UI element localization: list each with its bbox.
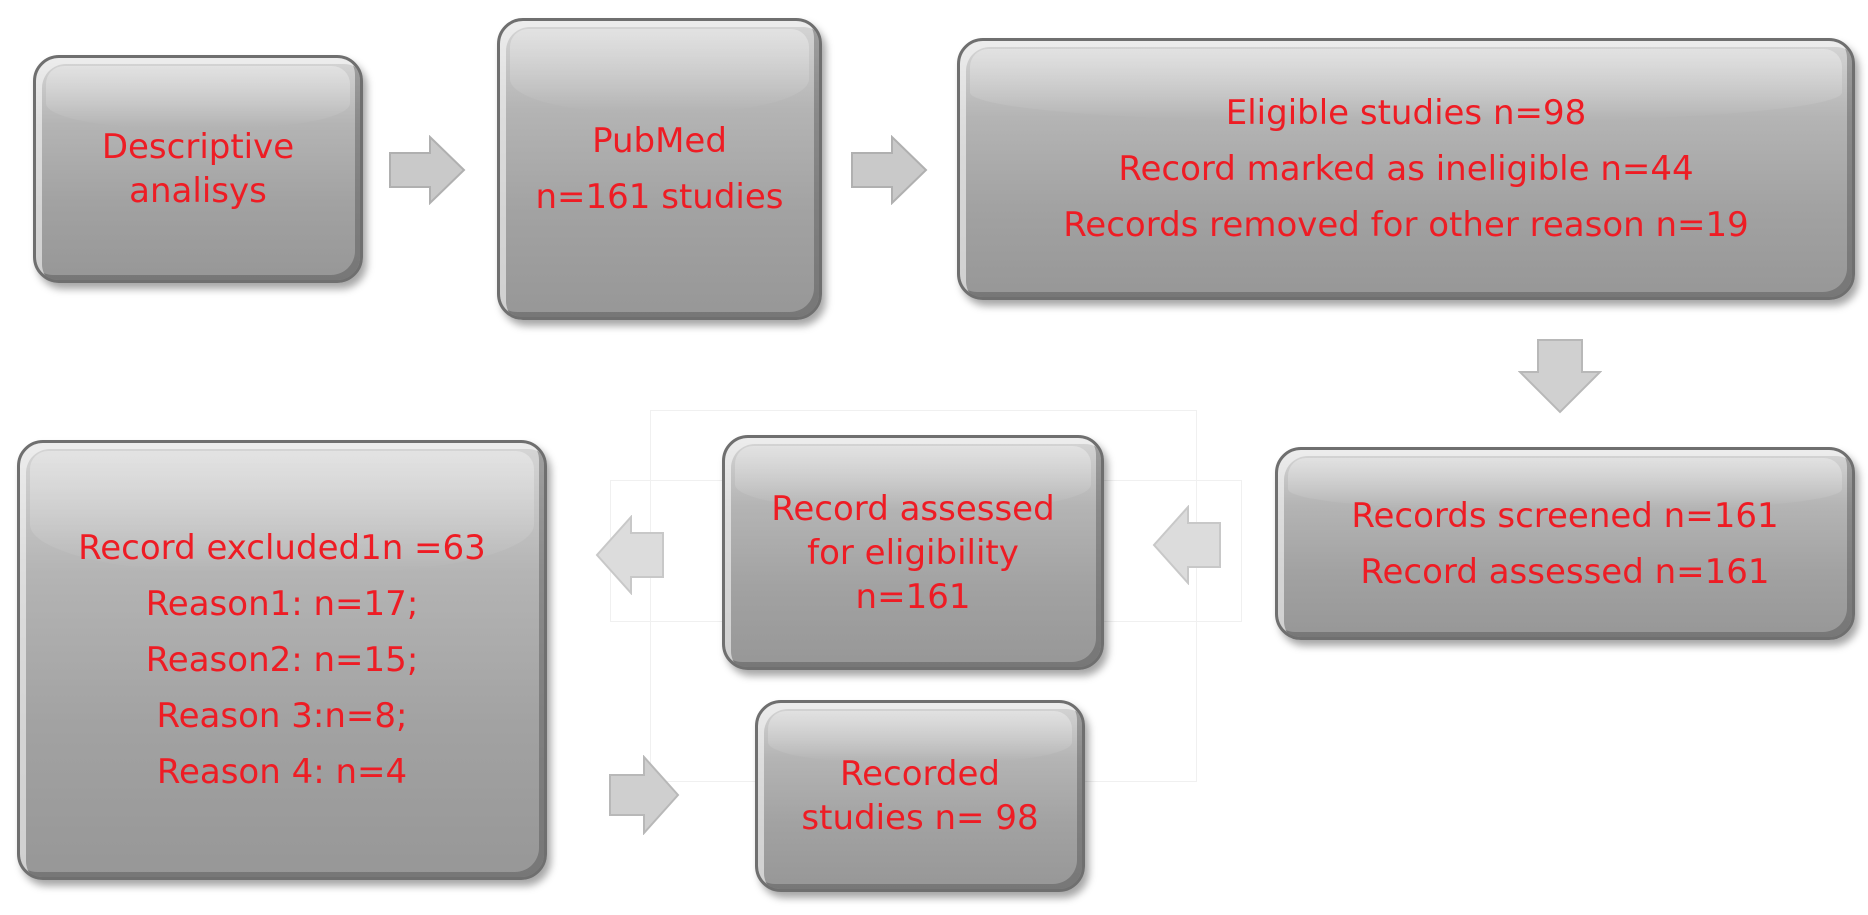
box-text-line: PubMed (592, 121, 727, 161)
record-excluded-box: Record excluded1n =63 Reason1: n=17; Rea… (17, 440, 547, 880)
box-text-line: Record excluded1n =63 (78, 528, 486, 568)
box-text-line: Reason 4: n=4 (156, 752, 408, 792)
descriptive-analysis-box: Descriptive analisys (33, 55, 363, 283)
box-text-line: analisys (129, 171, 267, 211)
box-text-line: Record marked as ineligible n=44 (1118, 149, 1694, 189)
box-text-line: Recorded (840, 754, 1000, 794)
arrow-left-icon (1152, 505, 1221, 585)
box-text-line: Records removed for other reason n=19 (1063, 205, 1749, 245)
box-text-line: Reason2: n=15; (145, 640, 419, 680)
arrow-left-icon (595, 515, 664, 595)
box-text-line: n=161 (855, 576, 971, 617)
box-text-line: Record assessed (771, 488, 1055, 529)
arrow-right-icon (851, 135, 928, 205)
box-text-line: Descriptive (101, 127, 295, 167)
recorded-studies-box: Recorded studies n= 98 (755, 700, 1085, 892)
record-assessed-box: Record assessed for eligibility n=161 (722, 435, 1104, 670)
box-text-line: studies n= 98 (801, 798, 1039, 838)
box-text-line: Eligible studies n=98 (1225, 93, 1587, 133)
box-text-line: for eligibility (807, 532, 1019, 573)
box-text-line: Records screened n=161 (1351, 495, 1779, 536)
eligible-studies-box: Eligible studies n=98 Record marked as i… (957, 38, 1855, 300)
box-text-line: Reason 3:n=8; (156, 696, 408, 736)
box-text-line: n=161 studies (535, 177, 784, 217)
records-screened-box: Records screened n=161 Record assessed n… (1275, 447, 1855, 640)
box-text-line: Reason1: n=17; (145, 584, 419, 624)
pubmed-box: PubMed n=161 studies (497, 18, 822, 320)
arrow-right-icon (609, 755, 680, 835)
arrow-right-icon (389, 135, 466, 205)
arrow-down-icon (1518, 339, 1602, 414)
box-text-line: Record assessed n=161 (1360, 551, 1770, 592)
